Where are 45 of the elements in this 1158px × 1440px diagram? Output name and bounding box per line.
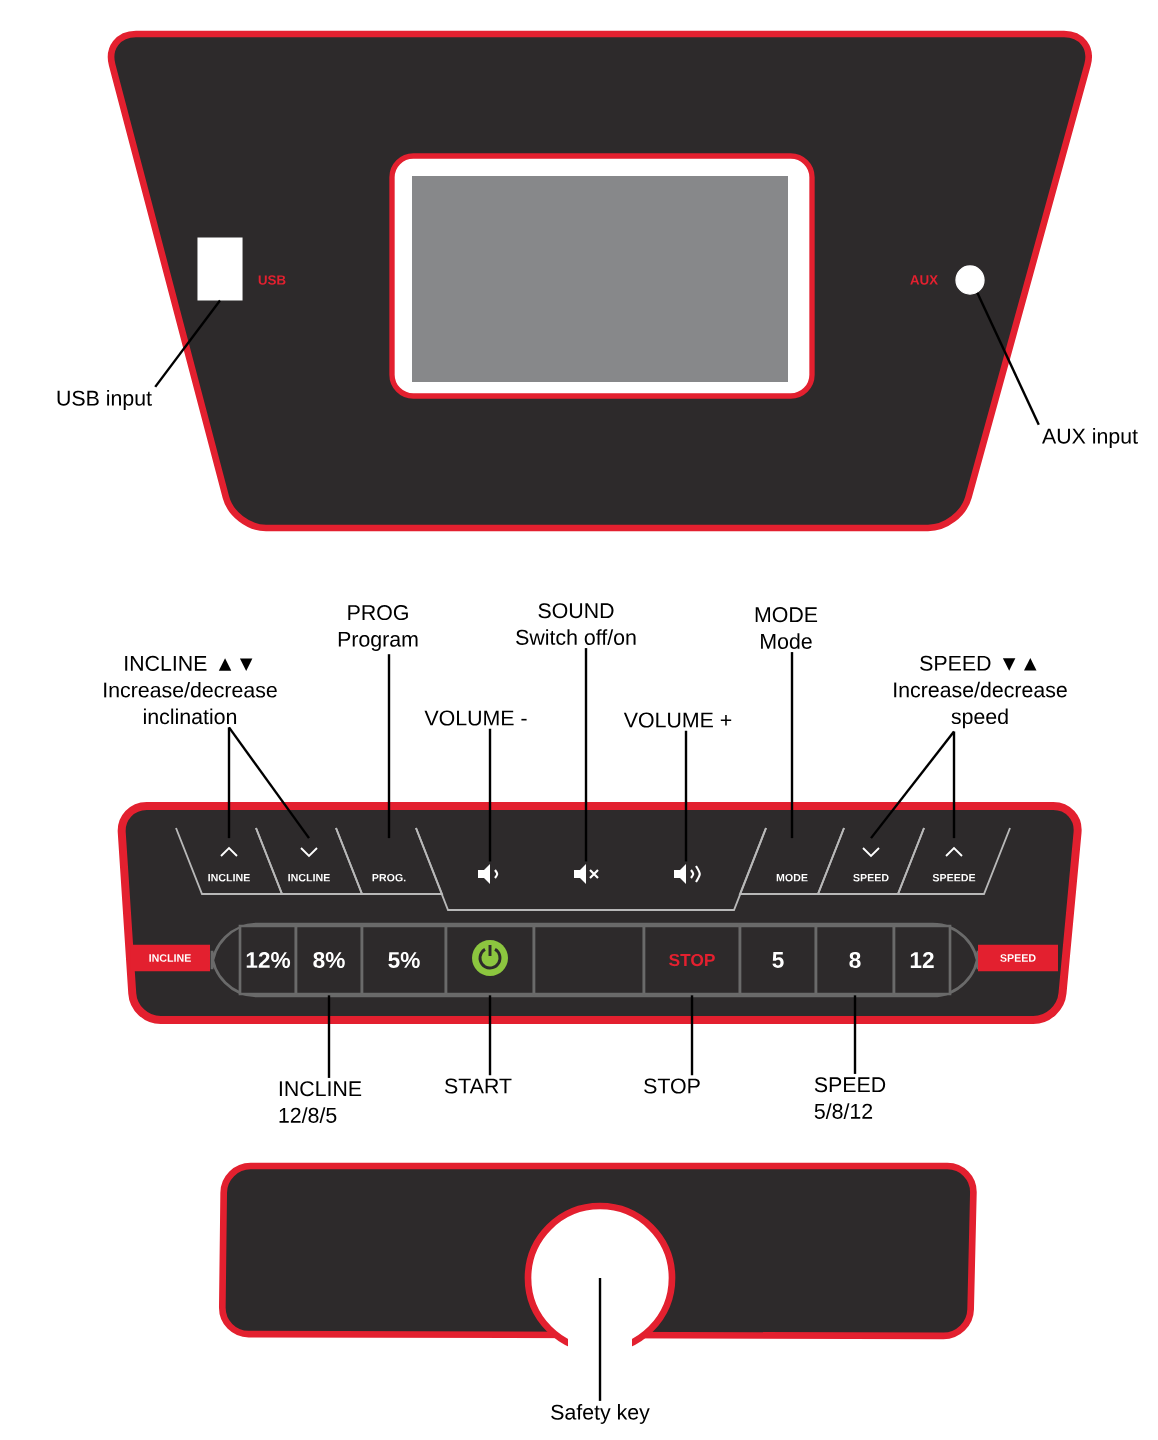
callout-text: USB input (57, 390, 152, 410)
leader-line (488, 728, 492, 862)
callout-text: MODE Mode (755, 607, 818, 649)
usb-port (197, 237, 243, 301)
button: 8 (814, 924, 896, 996)
leader-line (227, 727, 231, 839)
leader-line (976, 292, 1040, 426)
leader-line (690, 995, 694, 1076)
button: 12% (238, 924, 298, 996)
button: 5 (738, 924, 818, 996)
callout-text: Safety key (551, 1404, 650, 1424)
callout-text: PROG Program (338, 605, 418, 651)
callout-text: INCLINE ▲▼ Increase/decrease inclination (104, 655, 277, 725)
leader-line (584, 648, 588, 862)
callout-text: STOP (644, 1078, 700, 1094)
callout-text: SPEED ▼▲ Increase/decrease speed (894, 655, 1067, 729)
power-button (444, 924, 536, 996)
leader-line (790, 652, 794, 839)
speaker-icon (478, 864, 499, 884)
callout-text: INCLINE 12/8/5 (279, 1081, 362, 1123)
speaker-icon (674, 864, 701, 884)
leader-line (598, 1278, 602, 1401)
leader-line (853, 995, 857, 1074)
leader-line (952, 731, 956, 839)
leader-line (327, 995, 331, 1078)
button: 8% (294, 924, 364, 996)
button: 5% (360, 924, 448, 996)
leader-line (154, 299, 221, 388)
callout-text: AUX input (1042, 428, 1138, 448)
leader-line (684, 730, 688, 862)
safety-key-slot (524, 1202, 676, 1358)
button: STOP (642, 924, 742, 996)
button (532, 924, 646, 996)
leader-line (870, 730, 955, 839)
leader-line (488, 995, 492, 1076)
aux-jack (955, 265, 985, 295)
leader-line (228, 726, 310, 839)
callout-text: START (445, 1078, 512, 1094)
callout-text: VOLUME + (623, 712, 732, 728)
callout-text: SPEED 5/8/12 (814, 1077, 886, 1119)
callout-text: VOLUME - (424, 710, 527, 726)
mute-icon (574, 864, 600, 884)
button: 12 (892, 924, 952, 996)
leader-line (387, 654, 391, 839)
callout-text: SOUND Switch off/on (516, 603, 636, 645)
